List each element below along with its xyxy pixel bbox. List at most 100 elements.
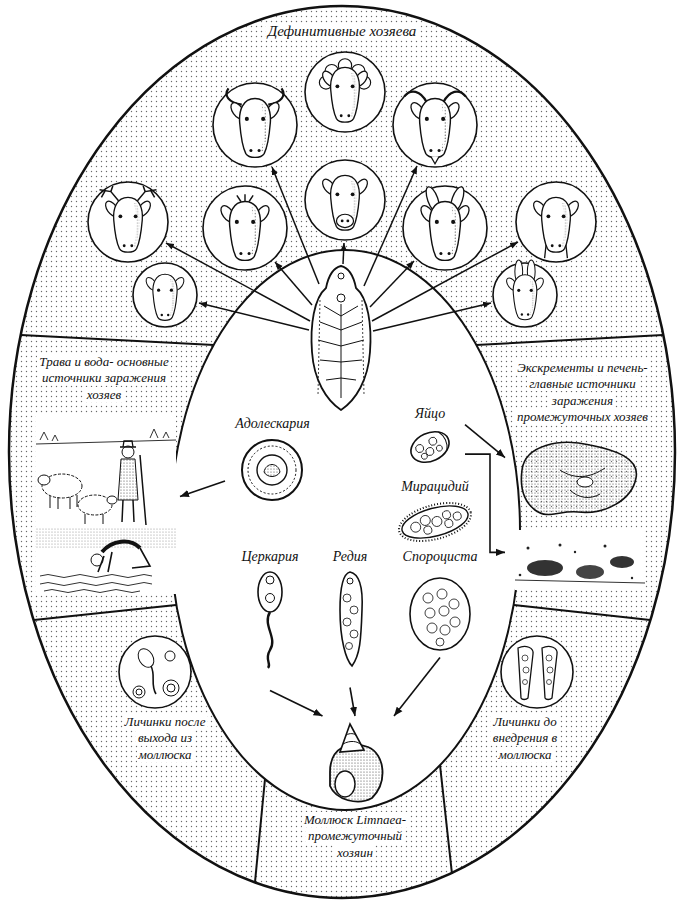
larvae-sector: Личинки до внедрения в моллюска <box>475 628 575 765</box>
host-circle <box>404 92 465 164</box>
adult-fluke <box>312 266 371 410</box>
liver-figure <box>560 468 605 497</box>
pasture-scene <box>107 496 117 504</box>
pasture-scene <box>36 414 176 594</box>
host-circle <box>88 182 168 262</box>
pasture-scene <box>85 514 103 524</box>
cercaria-figure <box>266 594 275 603</box>
host-circle <box>100 186 157 252</box>
host-circle <box>408 98 462 157</box>
adolescaria-figure <box>257 455 287 485</box>
sporocyst-figure <box>423 593 433 603</box>
text-line: Адолескария <box>229 415 316 433</box>
text-line: Дефинитивные хозяева <box>236 22 448 41</box>
host-circle <box>133 263 197 327</box>
miracidium-figure <box>423 525 433 535</box>
host-circle <box>228 98 282 157</box>
host-circle <box>403 185 487 270</box>
snail-figure <box>330 724 383 802</box>
node-label: Личинки после выхода из моллюска <box>123 714 208 762</box>
node-label: Адолескария <box>233 416 312 431</box>
dung-figure <box>515 580 645 583</box>
larvae-circle <box>523 680 528 685</box>
pasture-scene <box>40 575 152 593</box>
node-label: Моллюск Limnaea- промежуточный хозяин <box>302 812 408 860</box>
host-circle <box>505 260 546 320</box>
adult-fluke <box>337 294 345 302</box>
text-line: Моллюск Limnaea- промежуточный хозяин <box>294 812 416 861</box>
inner-oval <box>170 250 520 810</box>
host-circle <box>320 175 370 230</box>
host-circle <box>213 83 297 167</box>
snail-figure <box>335 771 355 797</box>
larvae-circle <box>518 646 533 699</box>
egg-figure <box>435 444 443 452</box>
larvae-circle <box>167 684 175 692</box>
redia-figure <box>350 606 358 614</box>
adult-fluke <box>318 304 364 398</box>
larvae-circle <box>523 667 529 673</box>
larvae-circle <box>133 686 145 698</box>
host-circle <box>203 186 287 270</box>
larvae-circle <box>163 680 179 696</box>
sector-divider <box>514 605 650 620</box>
pasture-scene <box>120 441 136 447</box>
sporocyst-figure <box>425 608 435 618</box>
sector-heading: Дефинитивные хозяева <box>232 22 452 41</box>
miracidium-figure <box>442 510 452 520</box>
egg-figure <box>425 446 436 457</box>
sector-heading: Экскременты и печень- главные источники … <box>505 358 660 595</box>
host-circle <box>237 194 253 201</box>
redia-figure <box>347 578 353 584</box>
pasture-scene <box>36 414 176 594</box>
host-circle <box>516 182 596 262</box>
node-label: Личинки до внедрения в моллюска <box>491 714 559 762</box>
host-circle <box>305 160 385 240</box>
cercaria-figure <box>268 612 273 668</box>
egg-figure <box>438 431 449 450</box>
stage-figure: Церкария <box>230 548 310 691</box>
miracidium-figure <box>452 511 462 521</box>
dung-figure <box>515 530 645 590</box>
egg-figure <box>428 436 439 447</box>
sporocyst-figure <box>410 578 470 650</box>
flow-arrow <box>350 688 355 717</box>
sector-divider <box>476 335 663 345</box>
node-label: Яйцо <box>413 406 447 421</box>
adolescaria-figure <box>242 440 302 500</box>
text-line: Спороциста <box>396 548 484 566</box>
larvae-circle <box>119 636 191 708</box>
sector-divider <box>21 335 214 345</box>
fluke-to-host-arrow <box>199 303 309 330</box>
sector-divider <box>255 779 265 882</box>
liver-figure <box>521 442 636 514</box>
sporocyst-figure <box>427 623 437 633</box>
host-circle <box>218 201 272 260</box>
sporocyst-figure <box>449 599 459 609</box>
host-circle <box>336 214 353 227</box>
host-circle <box>218 194 272 260</box>
text-line: Мирацидий <box>394 478 476 496</box>
host-circle <box>227 88 284 157</box>
host-circle <box>505 275 546 320</box>
pasture-scene <box>50 495 77 509</box>
larvae-circle <box>501 636 573 708</box>
stage-figure: Яйцо <box>395 405 465 471</box>
host-circle <box>320 175 370 230</box>
cercaria-figure <box>258 572 282 668</box>
miracidium-figure <box>431 515 443 527</box>
fluke-to-host-arrow <box>364 166 417 286</box>
pasture-scene <box>122 446 134 458</box>
larvae-circle <box>547 667 553 673</box>
redia-figure <box>343 594 351 602</box>
larvae-circle <box>136 689 142 695</box>
larvae-circle <box>546 655 552 661</box>
flow-arrow <box>180 481 225 496</box>
dung-figure <box>519 574 522 577</box>
sector-divider <box>34 605 176 620</box>
sporocyst-figure <box>436 638 444 646</box>
redia-figure <box>350 630 358 638</box>
redia-figure <box>343 594 358 650</box>
